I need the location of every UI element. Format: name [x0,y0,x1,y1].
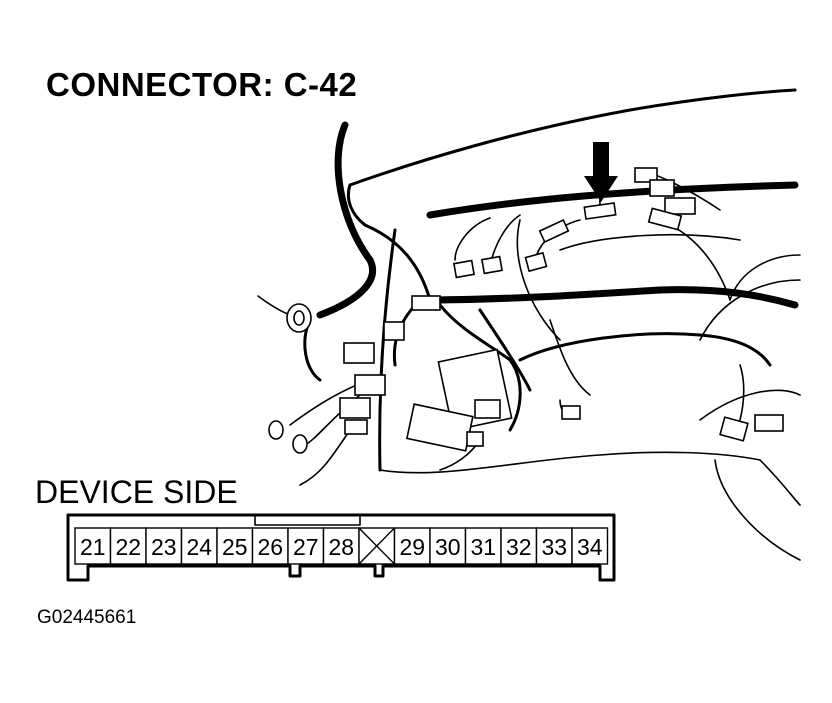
connector-pin-cell [571,527,609,565]
connector-pin-cell [74,527,112,565]
connector-pin-label: 22 [115,534,141,560]
connector-face-diagram: 21 22 23 24 25 26 27 28 29 30 31 32 33 34 [66,513,616,582]
connector-outline [66,513,616,582]
connector-pin-label: 31 [470,534,496,560]
diagram-title: CONNECTOR: C-42 [46,66,358,103]
location-arrow-icon [584,142,618,202]
connector-pin-cell [393,527,431,565]
grommet-icon [286,303,312,333]
device-side-label: DEVICE SIDE [35,474,238,510]
connector-pin-label: 24 [186,534,212,560]
empty-pin-cross-icon [358,527,395,565]
ground-terminal-icon [268,420,308,454]
connector-pin-cell [500,527,538,565]
connector-pin-label: 23 [151,534,177,560]
harness-connectors [339,167,784,452]
connector-key-outline [254,514,361,526]
connector-pin-cell [287,527,325,565]
connector-pin-label: 34 [577,534,603,560]
connector-pin-label: 26 [257,534,283,560]
connector-pin-label: 32 [506,534,532,560]
connector-pin-label: 21 [80,534,106,560]
connector-pin-cell [535,527,573,565]
connector-pin-label: 29 [399,534,425,560]
wire-harness [257,121,799,486]
connector-pin-label: 27 [293,534,319,560]
connector-pin-label: 25 [222,534,248,560]
dashboard-outline [346,88,801,561]
connector-pin-label: 33 [541,534,567,560]
connector-pin-label: 28 [328,534,354,560]
connector-pin-cell [429,527,467,565]
figure-id: G02445661 [37,607,137,628]
connector-pin-cell [109,527,147,565]
connector-pin-label: 30 [435,534,461,560]
connector-pin-cell [322,527,360,565]
